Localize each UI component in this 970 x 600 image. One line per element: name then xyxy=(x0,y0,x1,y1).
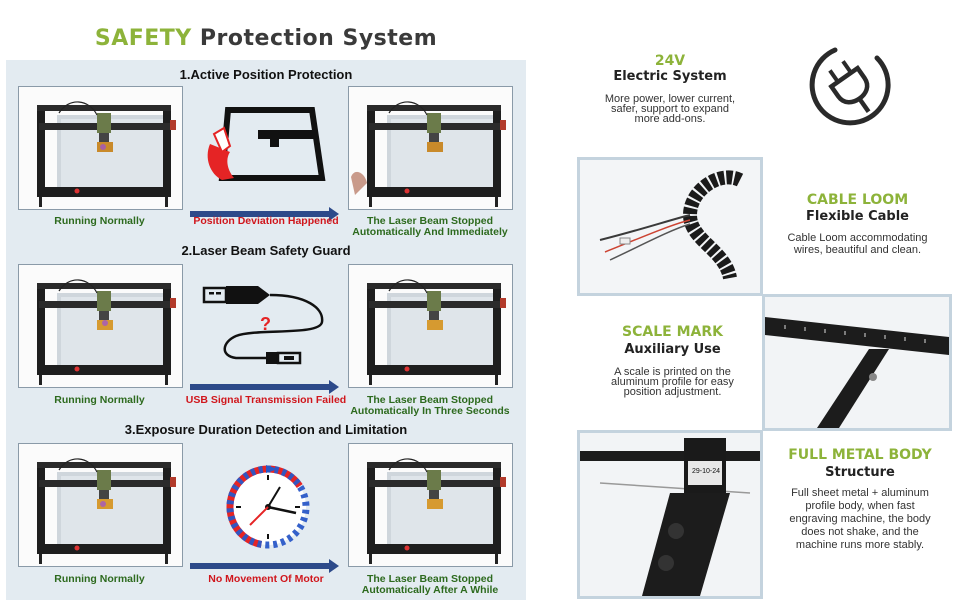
feature-cable-head: CABLE LOOM xyxy=(806,192,909,208)
page-title: SAFETY Protection System xyxy=(0,26,532,51)
caption-stopped-2a: The Laser Beam Stopped xyxy=(366,394,494,406)
feature-metal-desc-5: machine runs more stably. xyxy=(795,539,925,551)
usb-cable-icon: ? xyxy=(196,278,336,370)
section-1-heading: 1.Active Position Protection xyxy=(179,67,353,82)
feature-scale-sub: Auxiliary Use xyxy=(624,342,721,357)
feature-scale-desc-3: position adjustment. xyxy=(623,386,722,398)
caption-stopped-2b: Automatically In Three Seconds xyxy=(350,405,510,417)
svg-text:?: ? xyxy=(260,314,271,334)
machine-photo-stopped-2 xyxy=(348,264,513,388)
feature-cable-desc-1: Cable Loom accommodating xyxy=(787,232,928,244)
title-rest: Protection System xyxy=(199,26,438,51)
frame-deviation-icon xyxy=(200,100,330,190)
machine-photo-stopped-1 xyxy=(348,86,513,210)
cable-loom-photo xyxy=(577,157,763,296)
feature-power-desc-3: more add-ons. xyxy=(634,113,706,125)
feature-metal-desc-4: does not shake, and the xyxy=(801,526,919,538)
feature-scale-desc-1: A scale is printed on the xyxy=(614,366,731,378)
title-highlight: SAFETY xyxy=(94,26,192,51)
caption-running-2: Running Normally xyxy=(54,394,145,406)
caption-stopped-3a: The Laser Beam Stopped xyxy=(366,573,494,585)
machine-photo-stopped-3 xyxy=(348,443,513,567)
flow-arrow-3 xyxy=(190,559,339,573)
caption-stopped-3b: Automatically After A While xyxy=(361,584,499,596)
caption-alert-1: Position Deviation Happened xyxy=(193,215,339,227)
scale-mark-photo xyxy=(762,294,952,431)
machine-photo-running-3 xyxy=(18,443,183,567)
caption-running-1: Running Normally xyxy=(54,215,145,227)
feature-metal-desc-3: engraving machine, the body xyxy=(789,513,931,525)
motor-label: 29-10-24 xyxy=(692,468,720,475)
feature-power-desc-1: More power, lower current, xyxy=(604,93,736,105)
feature-metal-desc-1: Full sheet metal + aluminum xyxy=(791,487,929,499)
caption-stopped-1a: The Laser Beam Stopped xyxy=(366,215,494,227)
caption-alert-3: No Movement Of Motor xyxy=(208,573,324,585)
section-3-heading: 3.Exposure Duration Detection and Limita… xyxy=(124,422,408,437)
feature-metal-desc-2: profile body, when fast xyxy=(805,500,915,512)
caption-running-3: Running Normally xyxy=(54,573,145,585)
caption-stopped-1b: Automatically And Immediately xyxy=(352,226,508,238)
feature-metal-sub: Structure xyxy=(825,465,895,480)
flow-arrow-2 xyxy=(190,380,339,394)
feature-scale-head: SCALE MARK xyxy=(622,324,723,340)
machine-photo-running-2 xyxy=(18,264,183,388)
section-2-heading: 2.Laser Beam Safety Guard xyxy=(181,243,351,258)
feature-scale-desc-2: aluminum profile for easy xyxy=(611,376,734,388)
metal-body-photo: 29-10-24 xyxy=(577,430,763,599)
feature-power-head: 24V xyxy=(654,53,686,69)
feature-power-desc-2: safer, support to expand xyxy=(610,103,730,115)
timer-clock-icon xyxy=(218,455,318,555)
power-plug-icon xyxy=(805,38,895,133)
flow-arrow-1 xyxy=(190,207,339,221)
feature-cable-desc-2: wires, beautiful and clean. xyxy=(793,244,922,256)
caption-alert-2: USB Signal Transmission Failed xyxy=(185,394,347,406)
feature-power-sub: Electric System xyxy=(613,69,727,84)
machine-photo-running-1 xyxy=(18,86,183,210)
feature-metal-head: FULL METAL BODY xyxy=(788,447,932,463)
feature-cable-sub: Flexible Cable xyxy=(806,209,909,224)
